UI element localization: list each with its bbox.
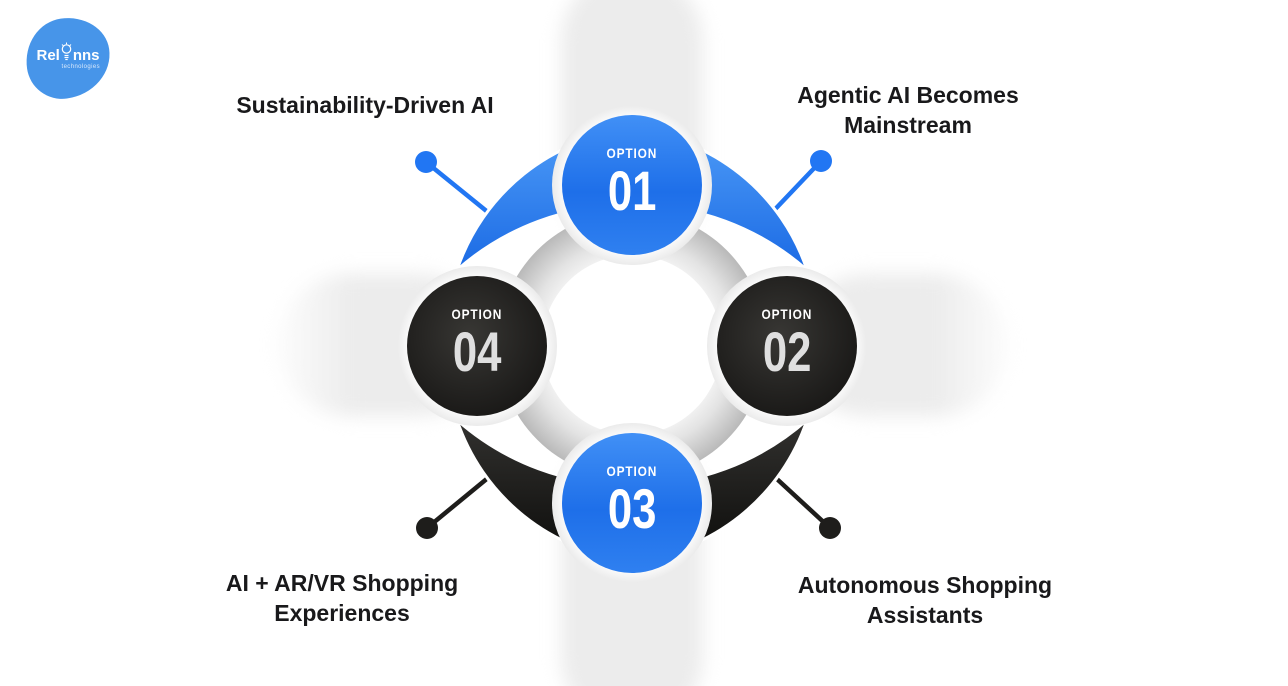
callout-line: Autonomous Shopping [797,572,1053,598]
logo-brand-right: nns [72,47,100,64]
logo-content: Rel nns technologies [26,42,110,70]
callout-bottom-left: AI + AR/VR Shopping Experiences [142,568,542,628]
node-circle-02 [717,276,857,416]
callout-line: Mainstream [844,112,972,138]
node-circle-03 [562,433,702,573]
ring-center [542,255,722,435]
connector-dot-top-left [415,151,437,173]
relinns-logo: Rel nns technologies [20,12,116,104]
connector-dot-bottom-right [819,517,841,539]
callout-line: Experiences [274,600,410,626]
callout-top-left: Sustainability-Driven AI [165,90,565,120]
logo-tagline: technologies [61,64,100,70]
connector-dot-top-right [810,150,832,172]
callout-top-right: Agentic AI Becomes Mainstream [708,80,1108,140]
lightbulb-icon [61,42,72,61]
callout-bottom-right: Autonomous Shopping Assistants [725,570,1125,630]
node-circle-04 [407,276,547,416]
callout-line: Assistants [866,602,984,628]
callout-line: AI + AR/VR Shopping [225,570,459,596]
node-circle-01 [562,115,702,255]
connector-dot-bottom-left [416,517,438,539]
callout-line: Agentic AI Becomes [797,82,1019,108]
logo-brand: Rel nns [36,42,100,64]
option-nodes [397,105,867,583]
callout-line: Sustainability-Driven AI [236,92,494,118]
logo-brand-left: Rel [36,47,60,64]
